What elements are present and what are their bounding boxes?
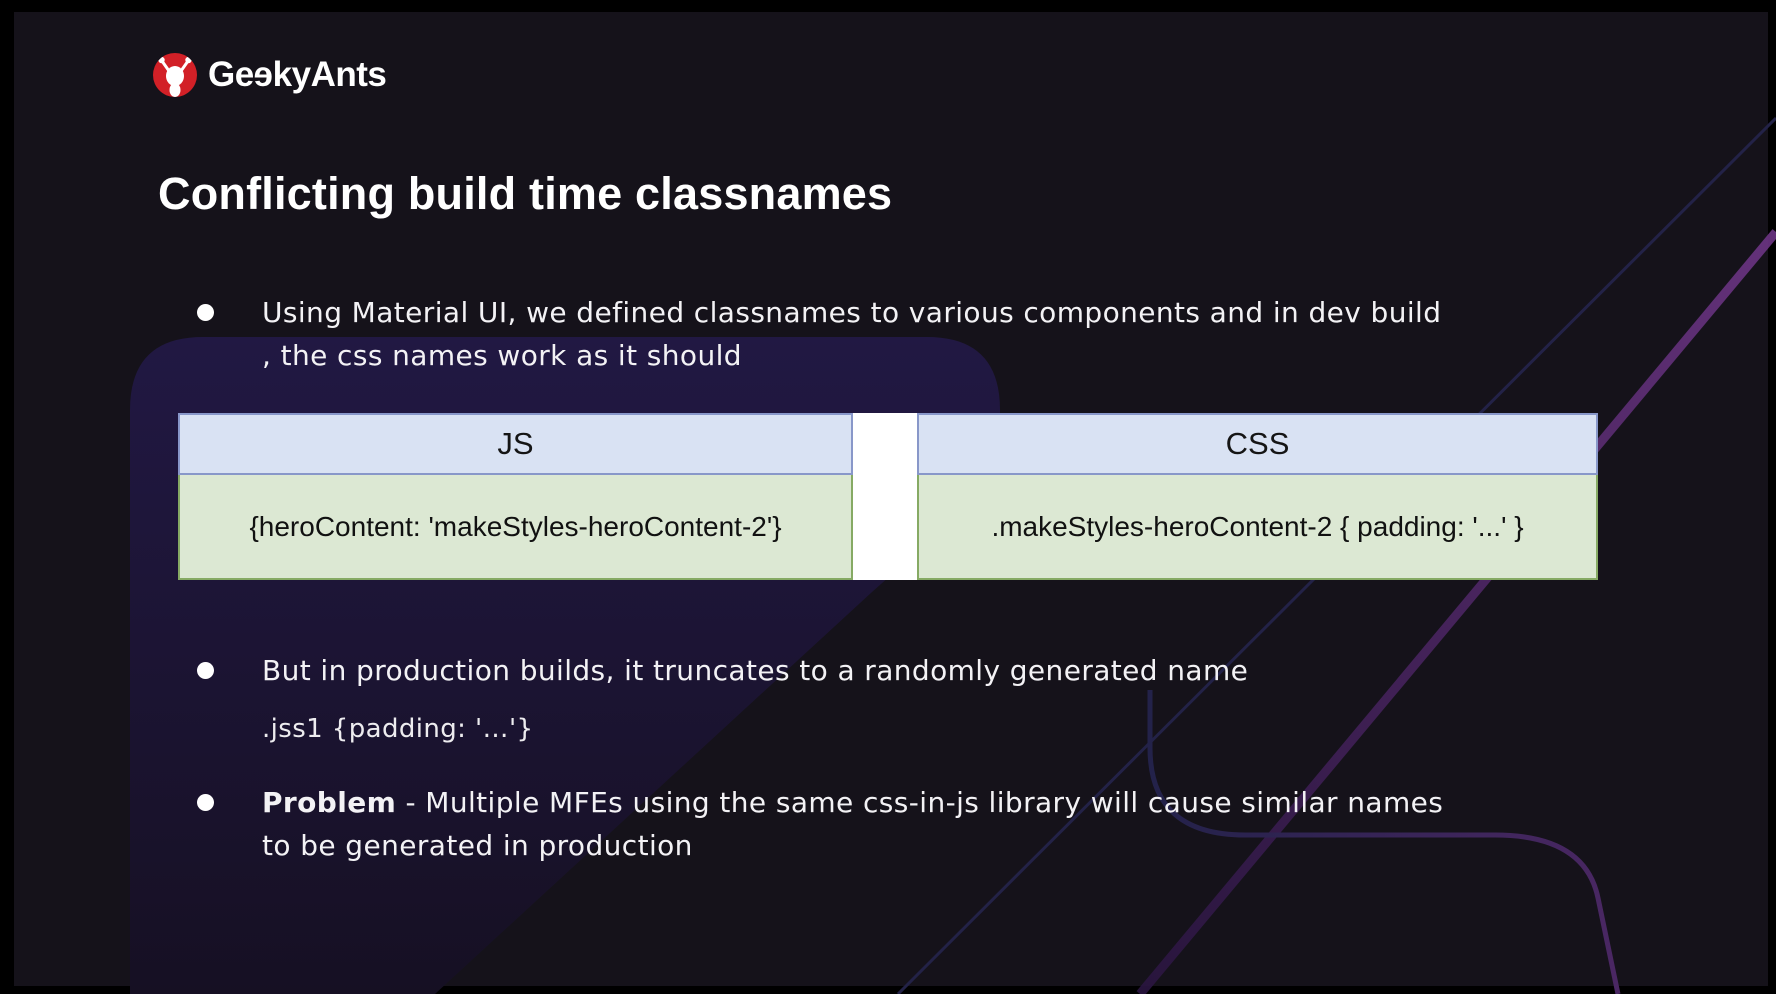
bullet-problem: Problem - Multiple MFEs using the same c…: [197, 781, 1443, 867]
geekyants-logo-icon: [153, 53, 197, 97]
bullet-production-builds-text: But in production builds, it truncates t…: [262, 654, 1249, 687]
bullet-dev-build: Using Material UI, we defined classnames…: [197, 291, 1441, 377]
bullet-dot-icon: [197, 662, 214, 679]
bullet-problem-text: Problem - Multiple MFEs using the same c…: [262, 786, 1444, 862]
css-table: CSS .makeStyles-heroContent-2 { padding:…: [917, 413, 1598, 580]
slide-title: Conflicting build time classnames: [158, 168, 893, 219]
css-table-code: .makeStyles-heroContent-2 { padding: '..…: [917, 475, 1598, 580]
bullet-dot-icon: [197, 794, 214, 811]
css-table-header: CSS: [917, 413, 1598, 475]
js-table-code: {heroContent: 'makeStyles-heroContent-2'…: [178, 475, 853, 580]
jss-code-line: .jss1 {padding: '…'}: [262, 714, 534, 744]
bullet-production-builds: But in production builds, it truncates t…: [197, 649, 1248, 692]
bullet-dev-build-text: Using Material UI, we defined classnames…: [262, 296, 1442, 372]
js-table: JS {heroContent: 'makeStyles-heroContent…: [178, 413, 853, 580]
js-table-header: JS: [178, 413, 853, 475]
comparison-tables: JS {heroContent: 'makeStyles-heroContent…: [178, 413, 1598, 580]
bullet-dot-icon: [197, 304, 214, 321]
